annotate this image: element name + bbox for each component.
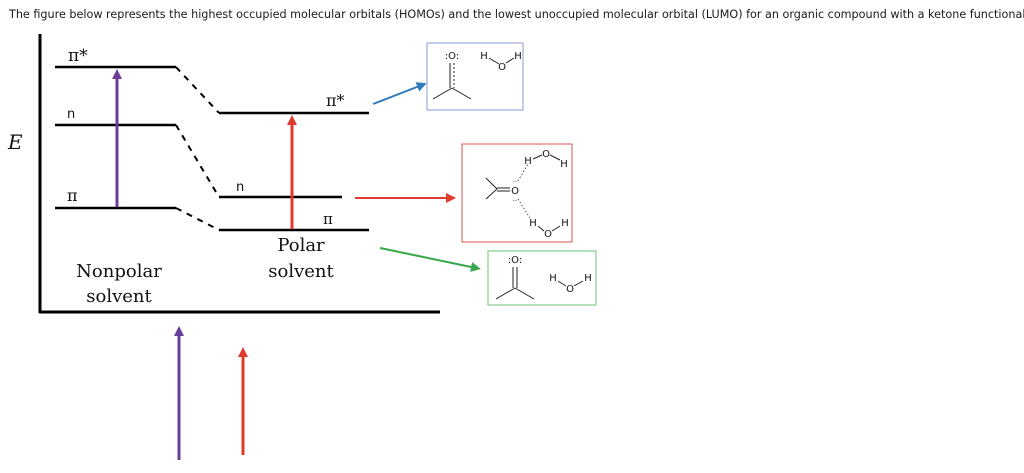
middle-water-b-h1: H <box>529 218 537 229</box>
middle-water-a-o: O <box>542 149 550 160</box>
nonpolar-pi-label: π <box>67 186 78 205</box>
pi-star-correlation-dash <box>175 66 220 114</box>
top-water-bond-2 <box>505 57 515 64</box>
nonpolar-pi-star-label: π* <box>68 46 88 66</box>
top-left-methyl <box>432 87 453 100</box>
bottom-ketone-oxygen: :O: <box>508 255 522 266</box>
polar-pi-label: π <box>323 210 333 228</box>
question-intro-text: The figure below represents the highest … <box>9 8 1024 21</box>
molecule-box-middle: O ·· ·· H O H H O H <box>461 143 573 243</box>
polar-n-label: n <box>236 180 244 195</box>
middle-hbond-lower <box>517 198 531 219</box>
middle-ketone-lone-pair-top: ·· <box>513 178 517 186</box>
top-water-o: O <box>498 62 506 73</box>
middle-water-a-bond-1 <box>532 154 543 160</box>
top-water-h1: H <box>480 51 488 62</box>
middle-ketone-oxygen: O <box>511 186 519 197</box>
middle-water-b-bond-1 <box>537 225 545 232</box>
middle-upper-methyl <box>485 177 498 190</box>
middle-ketone-lone-pair-bottom: ·· <box>513 197 517 205</box>
middle-water-a-h2: H <box>560 159 568 170</box>
polar-caption-line2: solvent <box>268 261 334 282</box>
bottom-water-bond-2 <box>573 280 584 287</box>
middle-water-b-h2: H <box>561 218 569 229</box>
top-water-bond-1 <box>488 57 500 65</box>
bottom-water-o: O <box>566 284 574 295</box>
middle-water-b-o: O <box>544 229 552 240</box>
bottom-water-h2: H <box>584 273 592 284</box>
n-correlation-dash <box>175 124 220 198</box>
nonpolar-caption-line2: solvent <box>86 286 152 307</box>
top-right-methyl <box>451 87 472 100</box>
polar-caption-line1: Polar <box>277 235 325 256</box>
nonpolar-n-label: n <box>67 107 75 122</box>
pi-correlation-dash <box>175 207 220 231</box>
polar-pi-star-label: π* <box>326 91 345 110</box>
middle-water-a-h1: H <box>524 156 532 167</box>
bottom-left-methyl <box>495 287 516 300</box>
molecule-box-top: :O: H O H <box>426 42 524 111</box>
nonpolar-caption-line1: Nonpolar <box>76 261 162 282</box>
blue-pointer-arrow <box>372 82 427 105</box>
green-pointer-arrow <box>379 247 481 272</box>
middle-water-b-bond-2 <box>551 225 561 232</box>
bottom-right-methyl <box>514 287 535 300</box>
molecule-box-bottom: :O: H O H <box>487 250 597 306</box>
top-ketone-oxygen: :O: <box>445 51 459 62</box>
middle-lower-methyl <box>485 188 498 200</box>
energy-axis-label: E <box>7 130 23 154</box>
top-water-h2: H <box>514 51 522 62</box>
middle-water-a-bond-2 <box>549 154 561 161</box>
bottom-water-bond-1 <box>557 280 567 287</box>
bottom-water-h1: H <box>549 273 557 284</box>
